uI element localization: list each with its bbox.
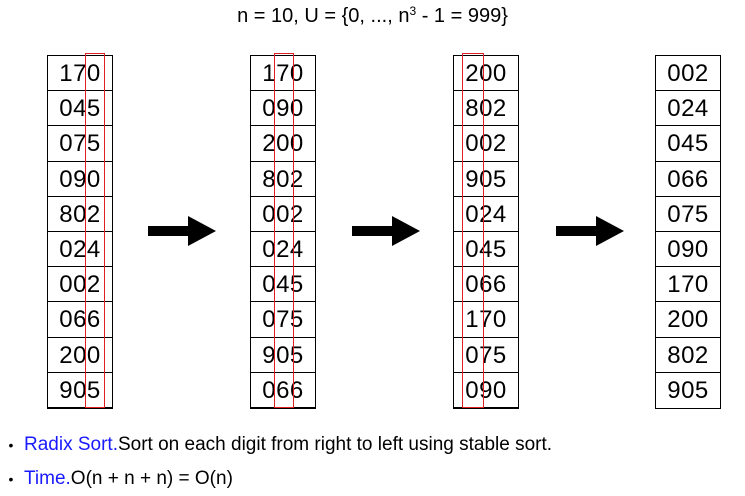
column-1-cell: 075 xyxy=(48,126,112,162)
diagram-title: n = 10, U = {0, ..., n3 - 1 = 999} xyxy=(0,4,745,28)
column-2-cell: 024 xyxy=(251,232,315,268)
column-1-cell: 045 xyxy=(48,91,112,127)
column-1-cell: 802 xyxy=(48,197,112,232)
column-2-cell: 002 xyxy=(251,197,315,232)
title-superscript: 3 xyxy=(409,4,417,18)
right-arrow-icon xyxy=(352,216,420,246)
column-2-cell: 066 xyxy=(251,373,315,408)
column-2-cell: 802 xyxy=(251,162,315,197)
title-text-after: - 1 = 999} xyxy=(416,5,508,27)
bullet-term: Radix Sort. xyxy=(24,434,118,455)
column-1-cell: 066 xyxy=(48,302,112,338)
column-1-cell: 905 xyxy=(48,373,112,408)
column-2-cell: 090 xyxy=(251,91,315,127)
bullet-list: • Radix Sort. Sort on each digit from ri… xyxy=(4,428,553,496)
sort-column-1: 170 045 075 090 802 024 002 066 200 905 xyxy=(47,53,113,409)
right-arrow-icon xyxy=(556,216,624,246)
column-3-cell: 075 xyxy=(454,338,518,373)
sorted-cell: 024 xyxy=(656,91,720,127)
column-1-cell: 090 xyxy=(48,162,112,197)
column-3-cell: 170 xyxy=(454,302,518,338)
column-3-cell: 802 xyxy=(454,91,518,127)
column-2-cell: 045 xyxy=(251,267,315,303)
column-3-cell: 905 xyxy=(454,162,518,197)
sorted-cell: 075 xyxy=(656,197,720,232)
column-3-cell: 002 xyxy=(454,126,518,162)
bullet-item-time: • Time. O(n + n + n) = O(n) xyxy=(4,462,552,496)
column-3-cell: 200 xyxy=(454,56,518,92)
column-3-cell: 090 xyxy=(454,373,518,408)
title-text-before: n = 10, U = {0, ..., n xyxy=(237,5,410,27)
sorted-cell: 170 xyxy=(656,267,720,303)
column-1-cell: 002 xyxy=(48,267,112,303)
sort-column-3: 200 802 002 905 024 045 066 170 075 090 xyxy=(453,53,519,409)
column-2-cell: 905 xyxy=(251,338,315,373)
right-arrow-icon xyxy=(148,216,216,246)
bullet-icon: • xyxy=(8,471,14,487)
bullet-text: O(n + n + n) = O(n) xyxy=(70,468,233,489)
bullet-term: Time. xyxy=(24,468,71,489)
sorted-cell: 002 xyxy=(656,56,720,92)
column-3-cell: 066 xyxy=(454,267,518,303)
bullet-item-radix-sort: • Radix Sort. Sort on each digit from ri… xyxy=(4,428,553,462)
sort-column-2: 170 090 200 802 002 024 045 075 905 066 xyxy=(250,53,316,409)
bullet-text: Sort on each digit from right to left us… xyxy=(117,434,553,455)
column-1-cell: 024 xyxy=(48,232,112,268)
column-3-cell: 045 xyxy=(454,232,518,268)
column-1-cell: 170 xyxy=(48,56,112,92)
column-3-cell: 024 xyxy=(454,197,518,232)
column-2-cell: 170 xyxy=(251,56,315,92)
sorted-cell: 090 xyxy=(656,232,720,268)
column-2-cell: 200 xyxy=(251,126,315,162)
sorted-cell: 066 xyxy=(656,162,720,197)
sorted-cell: 045 xyxy=(656,126,720,162)
column-2-cell: 075 xyxy=(251,302,315,338)
sorted-column: 002 024 045 066 075 090 170 200 802 905 xyxy=(655,55,721,409)
column-1-cell: 200 xyxy=(48,338,112,373)
sorted-cell: 802 xyxy=(656,338,720,373)
bullet-icon: • xyxy=(8,437,14,453)
sorted-cell: 905 xyxy=(667,376,709,404)
sorted-cell: 200 xyxy=(656,302,720,338)
